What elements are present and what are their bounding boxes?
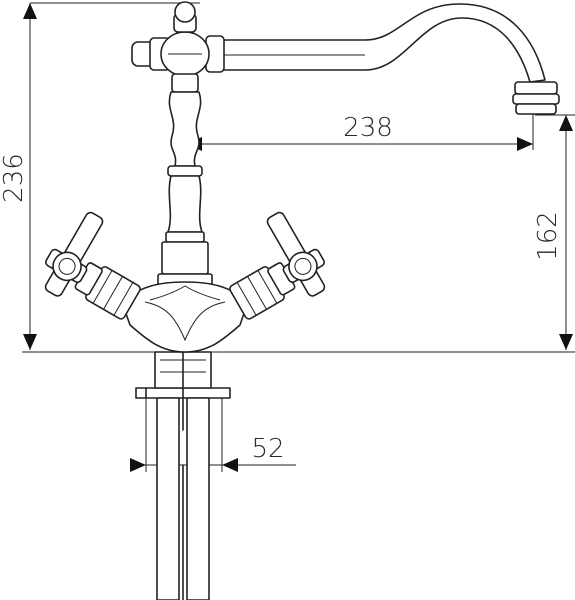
dimension-total-height: 236 (0, 2, 200, 350)
dimension-label-base-width: 52 (251, 434, 284, 464)
arrow-left-icon (222, 458, 238, 472)
spout (214, 3, 560, 115)
dimension-spout-height: 162 (533, 114, 575, 350)
body-column (157, 73, 213, 287)
faucet-body (44, 1, 560, 600)
arrow-right-icon (517, 137, 533, 151)
dimension-label-spout-height: 162 (533, 211, 563, 261)
top-crossbar (131, 1, 225, 77)
dimension-spout-reach: 238 (186, 112, 534, 151)
base-body (121, 281, 249, 353)
arrow-right-icon (130, 458, 146, 472)
arrow-down-icon (23, 334, 37, 350)
supply-tubes (135, 351, 231, 600)
left-handle (44, 211, 141, 320)
arrow-up-icon (23, 3, 37, 19)
dimension-base-width: 52 (130, 392, 296, 472)
right-handle (229, 211, 326, 320)
dimension-label-spout-reach: 238 (343, 113, 393, 143)
arrow-up-icon (559, 115, 573, 131)
dimension-label-total-height: 236 (0, 153, 29, 203)
arrow-down-icon (559, 334, 573, 350)
